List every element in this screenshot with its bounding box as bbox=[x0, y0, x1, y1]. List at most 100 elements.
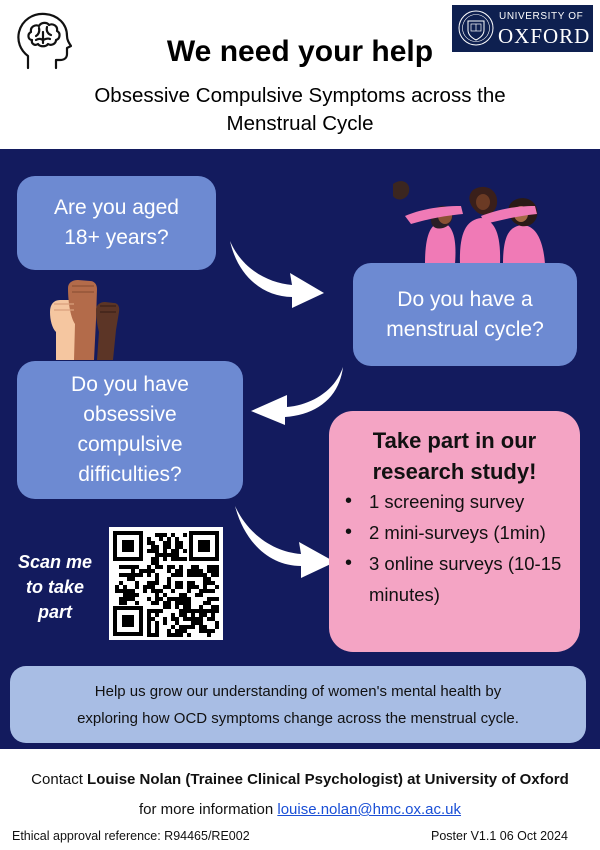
qr-module bbox=[191, 581, 195, 585]
qr-module bbox=[175, 605, 179, 609]
scan-line-1: Scan me bbox=[17, 552, 93, 572]
qr-module bbox=[203, 625, 207, 629]
qr-module bbox=[147, 573, 151, 577]
qr-module bbox=[119, 565, 123, 569]
qr-module bbox=[163, 593, 167, 597]
qr-module bbox=[135, 585, 139, 589]
qr-module bbox=[155, 597, 159, 601]
qr-module bbox=[123, 597, 127, 601]
qr-module bbox=[207, 569, 211, 573]
oxford-logo: UNIVERSITY OF OXFORD bbox=[452, 5, 593, 52]
qr-module bbox=[171, 589, 175, 593]
qr-module bbox=[163, 541, 167, 545]
qr-module bbox=[151, 561, 155, 565]
qr-module bbox=[159, 609, 163, 613]
qr-module bbox=[155, 533, 159, 537]
question-ocd-line-3: compulsive bbox=[77, 433, 183, 456]
curved-arrow-icon bbox=[230, 241, 324, 308]
qr-module bbox=[199, 629, 203, 633]
qr-module bbox=[155, 581, 159, 585]
qr-module bbox=[147, 617, 151, 621]
scan-me-label: Scan me to take part bbox=[14, 550, 96, 625]
qr-module bbox=[179, 597, 183, 601]
qr-module bbox=[195, 569, 199, 573]
qr-module bbox=[211, 597, 215, 601]
qr-module bbox=[183, 629, 187, 633]
qr-module bbox=[163, 605, 167, 609]
qr-module bbox=[147, 613, 151, 617]
qr-module bbox=[191, 617, 195, 621]
qr-module bbox=[183, 597, 187, 601]
qr-module bbox=[155, 625, 159, 629]
qr-module bbox=[123, 589, 127, 593]
qr-module bbox=[155, 629, 159, 633]
qr-module bbox=[159, 553, 163, 557]
qr-module bbox=[151, 601, 155, 605]
qr-module bbox=[131, 597, 135, 601]
qr-module bbox=[187, 585, 191, 589]
qr-module bbox=[151, 541, 155, 545]
qr-module bbox=[211, 605, 215, 609]
qr-module bbox=[159, 533, 163, 537]
women-group-illustration bbox=[393, 181, 545, 264]
contact-email-link[interactable]: louise.nolan@hmc.ox.ac.uk bbox=[277, 801, 462, 818]
qr-module bbox=[211, 565, 215, 569]
qr-module bbox=[171, 597, 175, 601]
question-age-line-2: 18+ years? bbox=[64, 226, 169, 249]
qr-module bbox=[191, 569, 195, 573]
qr-module bbox=[147, 609, 151, 613]
page-subtitle: Obsessive Compulsive Symptoms across the… bbox=[40, 82, 560, 138]
qr-module bbox=[183, 533, 187, 537]
qr-module bbox=[215, 621, 219, 625]
study-title-line-2: research study! bbox=[372, 459, 537, 484]
qr-module bbox=[183, 625, 187, 629]
qr-module bbox=[183, 557, 187, 561]
qr-module bbox=[167, 605, 171, 609]
subtitle-line-2: Menstrual Cycle bbox=[226, 112, 374, 135]
qr-module bbox=[179, 609, 183, 613]
qr-module bbox=[179, 613, 183, 617]
qr-module bbox=[175, 597, 179, 601]
qr-module bbox=[131, 569, 135, 573]
qr-module bbox=[167, 537, 171, 541]
qr-module bbox=[191, 625, 195, 629]
qr-module bbox=[135, 565, 139, 569]
qr-module bbox=[143, 585, 147, 589]
qr-code[interactable] bbox=[109, 527, 223, 640]
qr-module bbox=[199, 621, 203, 625]
qr-module bbox=[163, 621, 167, 625]
qr-module bbox=[155, 549, 159, 553]
qr-module bbox=[127, 565, 131, 569]
qr-module bbox=[167, 545, 171, 549]
qr-module bbox=[175, 585, 179, 589]
qr-module bbox=[207, 629, 211, 633]
qr-module bbox=[127, 589, 131, 593]
page-title: We need your help bbox=[166, 35, 434, 68]
qr-module bbox=[147, 629, 151, 633]
qr-module bbox=[199, 593, 203, 597]
qr-module bbox=[175, 553, 179, 557]
qr-module bbox=[179, 573, 183, 577]
qr-module bbox=[119, 601, 123, 605]
qr-module bbox=[175, 569, 179, 573]
qr-module bbox=[211, 581, 215, 585]
qr-module bbox=[207, 633, 211, 637]
curved-arrow-icon bbox=[235, 506, 335, 578]
qr-module bbox=[215, 605, 219, 609]
qr-module bbox=[123, 573, 127, 577]
qr-module bbox=[183, 549, 187, 553]
qr-module bbox=[179, 629, 183, 633]
ethics-reference: Ethical approval reference: R94465/RE002 bbox=[12, 829, 250, 843]
qr-module bbox=[175, 537, 179, 541]
qr-module bbox=[203, 613, 207, 617]
question-cycle-line-2: menstrual cycle? bbox=[386, 317, 544, 341]
qr-module bbox=[195, 621, 199, 625]
oxford-crest-icon bbox=[458, 10, 494, 46]
study-list-item: 2 mini-surveys (1min) bbox=[339, 517, 577, 548]
qr-module bbox=[135, 601, 139, 605]
qr-module bbox=[163, 585, 167, 589]
qr-module bbox=[207, 597, 211, 601]
qr-module bbox=[151, 585, 155, 589]
qr-module bbox=[183, 617, 187, 621]
qr-module bbox=[179, 569, 183, 573]
